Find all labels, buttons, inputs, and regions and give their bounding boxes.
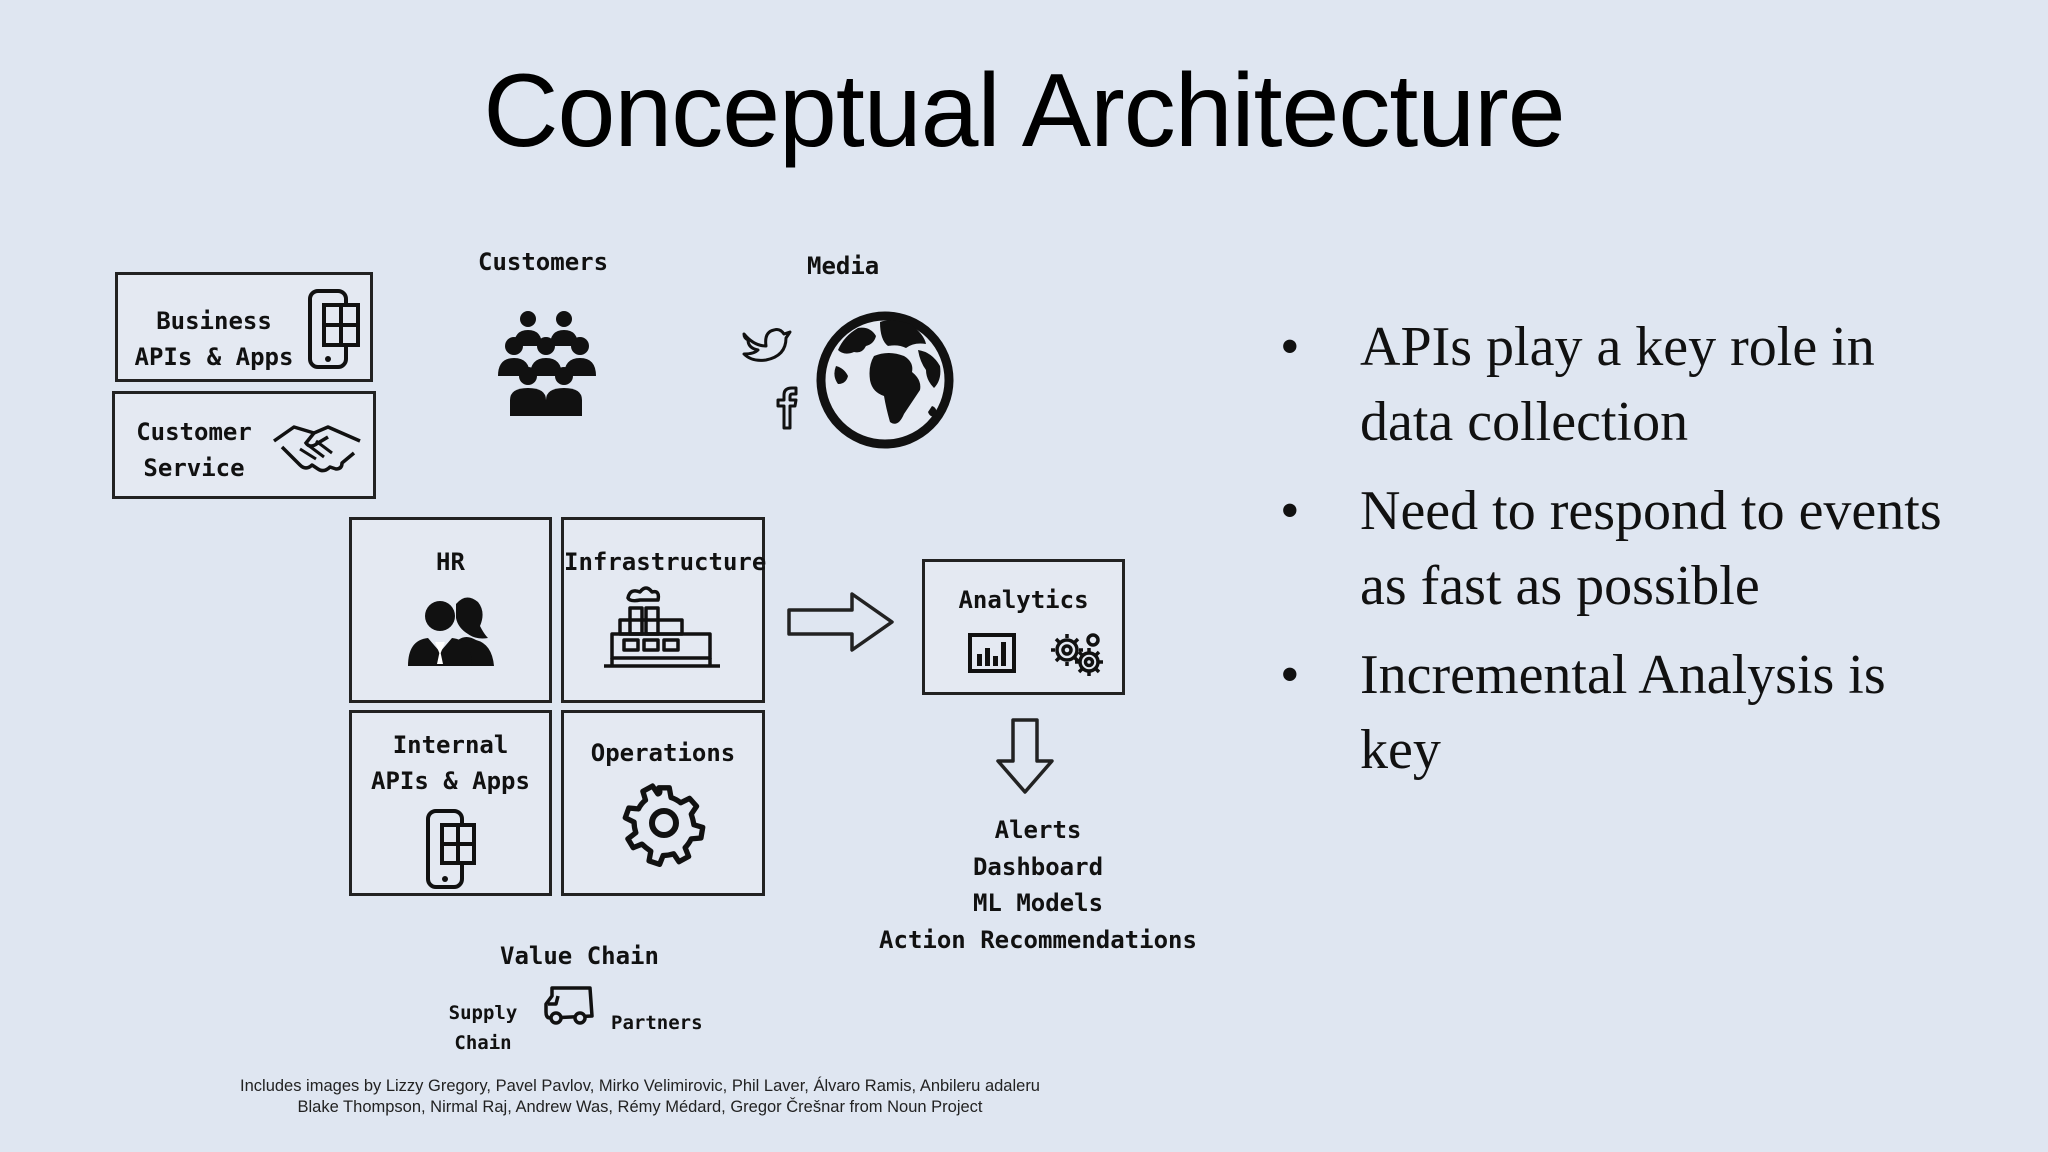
operations-label: Operations bbox=[590, 739, 736, 767]
operations-box: Operations bbox=[561, 710, 765, 896]
internal-apis-label-2: APIs & Apps bbox=[371, 767, 530, 795]
slide-title: Conceptual Architecture bbox=[483, 53, 1565, 169]
business-apis-label-1: Business bbox=[156, 307, 272, 335]
twitter-icon bbox=[742, 328, 792, 362]
facebook-icon bbox=[776, 386, 798, 430]
bullet-item: •Need to respond to events as fast as po… bbox=[1280, 480, 1942, 617]
output-action-recommendations: Action Recommendations bbox=[879, 925, 1197, 954]
bar-chart-icon bbox=[968, 633, 1016, 673]
image-credits: Includes images by Lizzy Gregory, Pavel … bbox=[180, 1076, 1100, 1118]
internal-apis-label-1: Internal bbox=[392, 731, 509, 759]
analytics-label: Analytics bbox=[958, 586, 1089, 614]
handshake-icon bbox=[272, 425, 361, 473]
customer-service-box: Customer Service bbox=[112, 391, 376, 499]
infrastructure-box: Infrastructure bbox=[561, 517, 767, 703]
supply-chain-label-2: Chain bbox=[454, 1032, 512, 1054]
infrastructure-label: Infrastructure bbox=[564, 548, 767, 576]
gear-icon bbox=[622, 783, 706, 867]
phone-apps-icon bbox=[426, 809, 476, 889]
factory-icon bbox=[604, 586, 720, 668]
bullet-item: •Incremental Analysis is key bbox=[1280, 644, 1886, 781]
internal-apis-box: Internal APIs & Apps bbox=[349, 710, 552, 896]
gears-icon bbox=[1051, 633, 1103, 676]
truck-icon bbox=[544, 986, 594, 1025]
hr-box: HR bbox=[349, 517, 552, 703]
credits-line-1: Includes images by Lizzy Gregory, Pavel … bbox=[240, 1077, 1040, 1095]
value-chain-label: Value Chain bbox=[500, 942, 659, 970]
bullet-item: •APIs play a key role in data collection bbox=[1280, 316, 1875, 453]
partners-label: Partners bbox=[611, 1012, 703, 1034]
bullet-list: •APIs play a key role in data collection… bbox=[1280, 310, 1960, 802]
analytics-box: Analytics bbox=[922, 559, 1125, 695]
output-alerts: Alerts bbox=[994, 816, 1082, 844]
output-dashboard: Dashboard bbox=[972, 852, 1104, 881]
people-group-icon bbox=[498, 311, 596, 416]
output-ml-models: ML Models bbox=[972, 889, 1104, 917]
business-apis-label-2: APIs & Apps bbox=[134, 343, 294, 371]
phone-apps-icon bbox=[308, 289, 360, 369]
business-apis-box: Business APIs & Apps bbox=[115, 272, 373, 382]
arrow-down-icon bbox=[996, 718, 1054, 794]
supply-chain-label-1: Supply bbox=[448, 1002, 518, 1024]
customer-service-label-2: Service bbox=[143, 454, 245, 482]
customer-service-label-1: Customer bbox=[136, 418, 252, 446]
analytics-outputs: Alerts Dashboard ML Models Action Recomm… bbox=[860, 812, 1216, 958]
credits-line-2: Blake Thompson, Nirmal Raj, Andrew Was, … bbox=[297, 1098, 983, 1116]
arrow-right-icon bbox=[787, 592, 894, 652]
media-label: Media bbox=[807, 252, 880, 280]
globe-icon bbox=[816, 311, 954, 449]
customers-label: Customers bbox=[478, 248, 609, 276]
hr-people-icon bbox=[408, 597, 494, 666]
hr-label: HR bbox=[436, 548, 465, 576]
